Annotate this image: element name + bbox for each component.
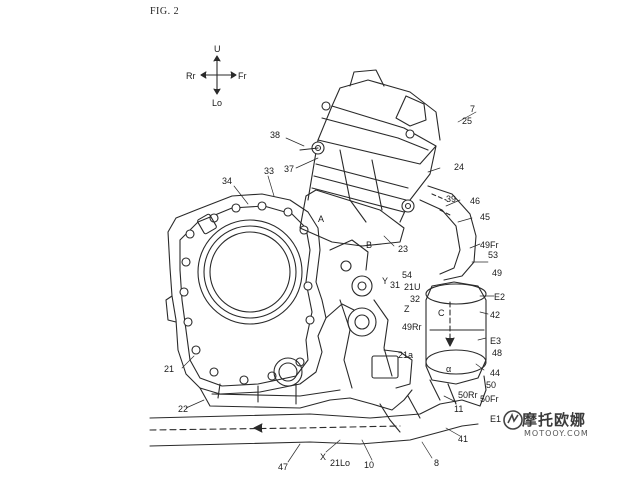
leader-lines bbox=[181, 111, 495, 463]
exhaust-pipes bbox=[149, 375, 487, 447]
label-Z: Z bbox=[404, 304, 410, 314]
callout-23: 23 bbox=[398, 244, 409, 254]
callout-33: 33 bbox=[264, 166, 275, 176]
callout-50Fr: 50Fr bbox=[480, 394, 499, 404]
intake-duct bbox=[419, 185, 477, 281]
callout-49Rr: 49Rr bbox=[402, 322, 422, 332]
callout-21Lo: 21Lo bbox=[330, 458, 351, 468]
callout-21: 21 bbox=[164, 364, 175, 374]
callout-24: 24 bbox=[454, 162, 465, 172]
callout-38: 38 bbox=[270, 130, 281, 140]
label-B: B bbox=[366, 240, 373, 250]
label-X: X bbox=[320, 452, 327, 462]
callout-31: 31 bbox=[390, 280, 401, 290]
label-E1: E1 bbox=[490, 414, 502, 424]
cylinder-block bbox=[299, 69, 441, 247]
callout-50Rr: 50Rr bbox=[458, 390, 478, 400]
callout-50: 50 bbox=[486, 380, 497, 390]
callout-25: 25 bbox=[462, 116, 473, 126]
callout-7: 7 bbox=[470, 104, 476, 114]
callout-54: 54 bbox=[402, 270, 413, 280]
label-E3: E3 bbox=[490, 336, 502, 346]
callout-39: 39 bbox=[446, 194, 457, 204]
label-A: A bbox=[318, 214, 325, 224]
callout-21a: 21a bbox=[398, 350, 414, 360]
callout-8: 8 bbox=[434, 458, 440, 468]
callout-47: 47 bbox=[278, 462, 289, 472]
direction-front-label: Fr bbox=[238, 71, 247, 81]
callout-53: 53 bbox=[488, 250, 499, 260]
callout-45: 45 bbox=[480, 212, 491, 222]
callout-10: 10 bbox=[364, 460, 375, 470]
callout-22: 22 bbox=[178, 404, 189, 414]
watermark-text: 摩托欧娜 bbox=[522, 411, 587, 429]
direction-up-label: U bbox=[214, 44, 221, 54]
callout-49: 49 bbox=[492, 268, 503, 278]
direction-arrows bbox=[200, 55, 237, 95]
center-mechanism bbox=[325, 239, 413, 389]
crankcase bbox=[165, 193, 327, 395]
label-E2: E2 bbox=[494, 292, 506, 302]
callout-49Fr: 49Fr bbox=[480, 240, 499, 250]
watermark-url: MOTOOY.COM bbox=[524, 429, 589, 438]
figure-title: FIG. 2 bbox=[150, 6, 180, 17]
callout-32: 32 bbox=[410, 294, 421, 304]
callout-34: 34 bbox=[222, 176, 233, 186]
callout-37: 37 bbox=[284, 164, 295, 174]
callout-46: 46 bbox=[470, 196, 481, 206]
label-C: C bbox=[438, 308, 445, 318]
label-Y: Y bbox=[382, 276, 389, 286]
callout-21U: 21U bbox=[404, 282, 421, 292]
watermark: 摩托欧娜 MOTOOY.COM bbox=[502, 409, 592, 445]
direction-down-label: Lo bbox=[212, 98, 223, 108]
callout-11: 11 bbox=[454, 404, 464, 414]
callout-44: 44 bbox=[490, 368, 501, 378]
watermark-logo-icon bbox=[503, 410, 523, 430]
callout-42: 42 bbox=[490, 310, 501, 320]
oil-pan bbox=[199, 383, 413, 411]
callout-41: 41 bbox=[458, 434, 469, 444]
label-alpha: α bbox=[446, 364, 452, 374]
callout-48: 48 bbox=[492, 348, 503, 358]
catalyst-chamber bbox=[425, 281, 487, 385]
direction-rear-label: Rr bbox=[186, 71, 196, 81]
